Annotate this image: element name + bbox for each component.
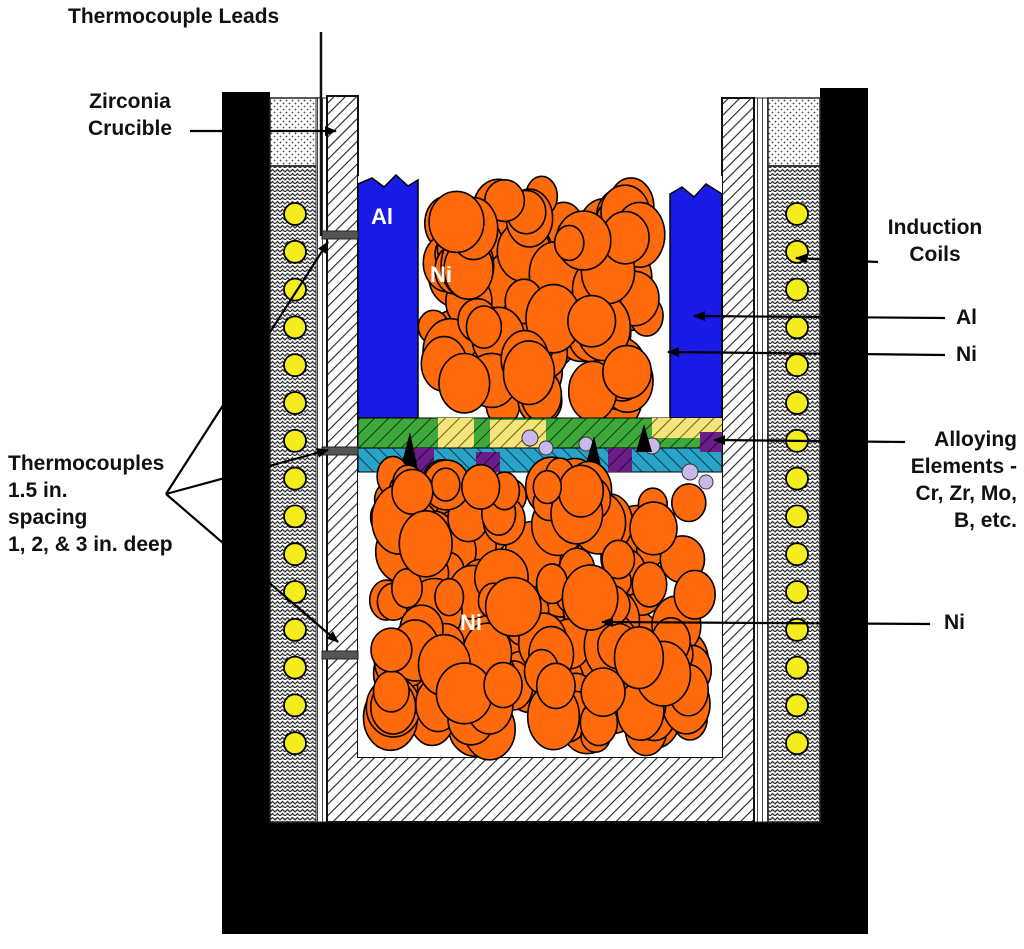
nickel-pellet [390,567,423,609]
induction-coil-turn [283,655,307,680]
nickel-pellet [602,344,653,400]
label-alloying-line2: Elements - [910,455,1017,478]
nickel-pellet [629,501,678,556]
induction-coil-turn [283,693,307,718]
label-zirconia-line2: Crucible [87,117,173,140]
nickel-pellet [601,539,636,580]
label-alloying-elements: Alloying Elements - Cr, Zr, Mo, B, etc. [860,426,1017,534]
induction-coil-turn [283,391,307,415]
induction-coil-turn [283,504,307,529]
right-insulation-top [767,97,821,167]
label-ni-bottom: Ni [944,611,965,634]
induction-coil-turn [283,315,307,340]
induction-coils [283,202,809,756]
nickel-pellet [580,667,626,718]
induction-coil-turn [785,580,809,604]
right-thin-layer [753,97,769,823]
nickel-pellet [483,661,523,709]
nickel-pellet [567,294,617,348]
thermocouple-probe-3 [321,650,359,660]
nickel-pellet [532,469,563,505]
nickel-pellet [391,468,434,515]
label-induction-coils: Induction Coils [872,214,998,268]
nickel-pellet [553,224,585,262]
label-alloying-line1: Alloying [934,428,1017,451]
induction-coil-turn [785,731,809,756]
induction-coil-turn [283,542,307,567]
induction-coil-turn [283,617,307,642]
nickel-pellet [561,564,619,631]
induction-coil-turn [785,202,809,226]
nickel-pellet [435,662,493,725]
label-tc-line4: 1, 2, & 3 in. deep [8,533,173,556]
induction-coil-turn [283,731,307,756]
label-thermocouples: Thermocouples 1.5 in. spacing 1, 2, & 3 … [8,450,173,558]
induction-coil-turn [283,580,307,604]
label-ni-top: Ni [956,343,977,366]
induction-coil-turn [283,466,307,491]
nickel-pellet [461,463,501,510]
thermocouple-probe-1 [321,230,359,240]
arrow-alloying [713,435,906,446]
induction-coil-turn [785,353,809,378]
arrow-coils [795,253,879,264]
nickel-pellet [613,626,665,690]
nickel-pellet [398,509,453,578]
label-induction-line2: Coils [909,243,961,266]
nickel-pellet [557,464,605,518]
label-zirconia-line1: Zirconia [89,90,171,113]
nickel-pellet [430,467,461,502]
induction-coil-turn [283,428,307,453]
nickel-pellet [631,561,668,608]
aluminum-bar-right [669,183,723,419]
nickel-pellet [428,190,485,254]
induction-coil-turn [283,353,307,378]
label-thermocouple-leads: Thermocouple Leads [68,5,280,28]
label-tc-line1: Thermocouples [8,452,165,475]
nickel-pellet [484,576,542,637]
nickel-pellet [370,627,413,673]
label-alloying-line3: Cr, Zr, Mo, [915,482,1017,505]
induction-coil-turn [785,315,809,340]
induction-coil-turn [283,202,307,226]
nickel-pellet [438,352,491,414]
nickel-pellet [670,483,707,523]
outer-housing [222,88,868,934]
induction-coil-turn [785,542,809,567]
induction-coil-turn [785,277,809,302]
nickel-pellet [502,340,556,406]
arrow-ni-bottom [601,617,931,628]
label-alloying-line4: B, etc. [953,509,1017,532]
label-ni-bottom-inner: Ni [460,610,482,635]
callout-arrows [165,126,946,643]
nickel-pellet [372,670,410,713]
induction-coil-turn [283,239,307,264]
arrow-ni-top [667,347,946,358]
label-zirconia-crucible: Zirconia Crucible [72,88,188,142]
label-al-inner: Al [371,204,393,229]
arrow-tc-1 [165,241,329,495]
induction-coil-turn [785,391,809,415]
label-al: Al [956,306,977,329]
nickel-pellet [434,577,465,617]
nickel-pellets-bottom [362,455,717,761]
arrow-al [693,311,946,322]
label-tc-line3: spacing [8,506,88,529]
induction-coil-turn [785,655,809,680]
nickel-pellet [535,662,576,710]
arrow-tc-2 [165,448,329,496]
induction-coil-turn [785,504,809,529]
induction-coil-turn [785,693,809,718]
induction-coil-turn [785,466,809,491]
nickel-pellet [673,569,717,620]
label-tc-line2: 1.5 in. [8,479,68,502]
nickel-pellet [465,305,503,350]
label-ni-top-inner: Ni [430,262,452,287]
nickel-pellets-top [417,175,666,432]
right-coil-layer [767,165,821,823]
label-induction-line1: Induction [887,216,983,239]
arrow-tc-3 [165,493,339,643]
